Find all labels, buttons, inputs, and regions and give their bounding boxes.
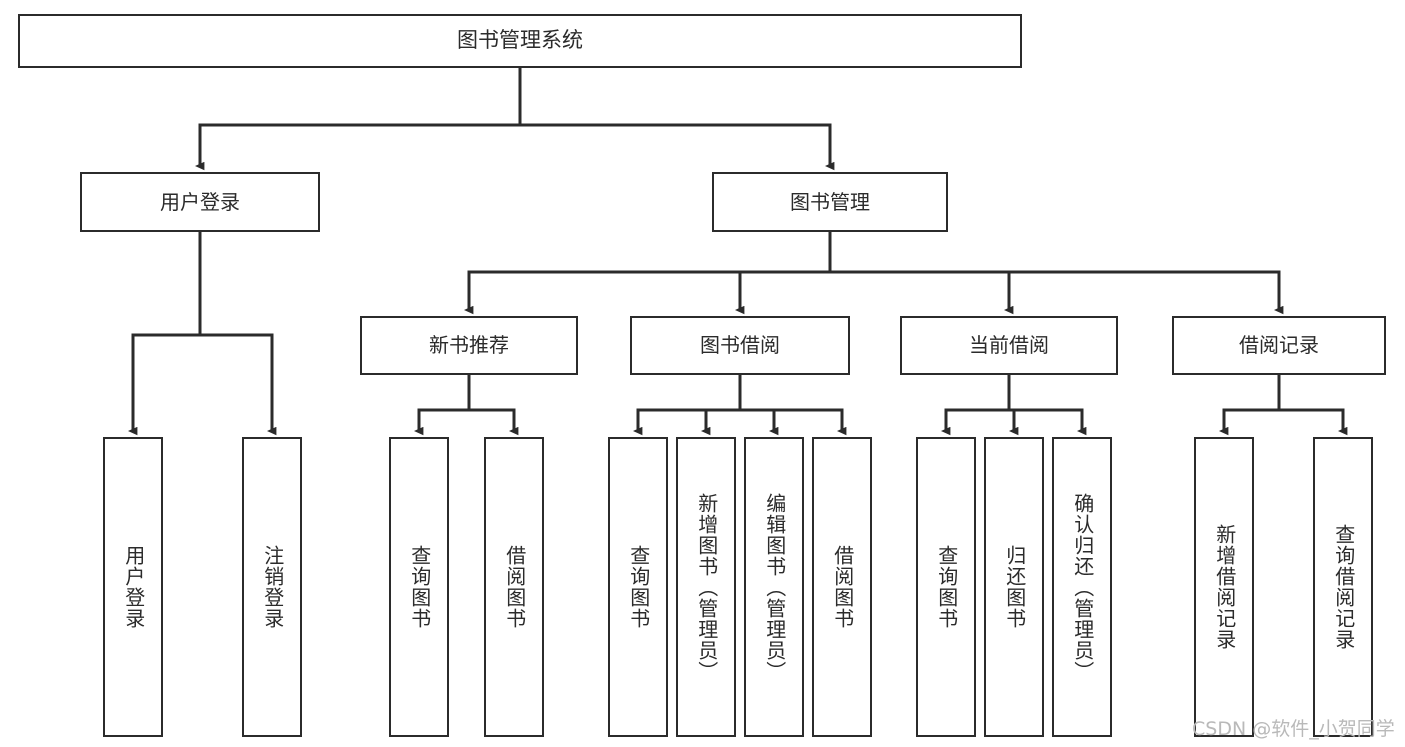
node-leaf-return-book-label: 归还图书	[1002, 545, 1027, 629]
node-leaf-query-book-1-label: 查询图书	[407, 545, 432, 629]
node-leaf-user-logout[interactable]: 注销登录	[242, 437, 302, 737]
node-leaf-user-logout-label: 注销登录	[260, 545, 285, 629]
node-leaf-add-book[interactable]: 新增图书（管理员）	[676, 437, 736, 737]
node-leaf-borrow-book-2[interactable]: 借阅图书	[812, 437, 872, 737]
node-leaf-query-book-3[interactable]: 查询图书	[916, 437, 976, 737]
node-leaf-borrow-book-1-label: 借阅图书	[502, 545, 527, 629]
node-borrow-record-label: 借阅记录	[1239, 333, 1319, 358]
node-leaf-edit-book[interactable]: 编辑图书（管理员）	[744, 437, 804, 737]
node-root-label: 图书管理系统	[457, 28, 583, 53]
node-leaf-edit-book-label: 编辑图书（管理员）	[762, 492, 787, 682]
node-leaf-user-login[interactable]: 用户登录	[103, 437, 163, 737]
node-root[interactable]: 图书管理系统	[18, 14, 1022, 68]
node-new-book-recommend-label: 新书推荐	[429, 333, 509, 358]
node-leaf-query-record-label: 查询借阅记录	[1331, 524, 1356, 650]
node-leaf-query-book-1[interactable]: 查询图书	[389, 437, 449, 737]
node-book-manage[interactable]: 图书管理	[712, 172, 948, 232]
watermark: CSDN @软件_小贺同学	[1192, 718, 1395, 740]
node-book-manage-label: 图书管理	[790, 189, 870, 214]
node-leaf-query-book-3-label: 查询图书	[934, 545, 959, 629]
node-book-borrow-label: 图书借阅	[700, 333, 780, 358]
node-leaf-confirm-return[interactable]: 确认归还（管理员）	[1052, 437, 1112, 737]
node-leaf-query-record[interactable]: 查询借阅记录	[1313, 437, 1373, 737]
node-leaf-borrow-book-2-label: 借阅图书	[830, 545, 855, 629]
node-current-borrow[interactable]: 当前借阅	[900, 316, 1118, 375]
node-leaf-query-book-2[interactable]: 查询图书	[608, 437, 668, 737]
node-new-book-recommend[interactable]: 新书推荐	[360, 316, 578, 375]
node-current-borrow-label: 当前借阅	[969, 333, 1049, 358]
node-book-borrow[interactable]: 图书借阅	[630, 316, 850, 375]
node-leaf-user-login-label: 用户登录	[121, 545, 146, 629]
node-leaf-add-book-label: 新增图书（管理员）	[694, 492, 719, 682]
node-leaf-add-record-label: 新增借阅记录	[1212, 524, 1237, 650]
node-leaf-query-book-2-label: 查询图书	[626, 545, 651, 629]
node-leaf-confirm-return-label: 确认归还（管理员）	[1070, 492, 1095, 682]
node-borrow-record[interactable]: 借阅记录	[1172, 316, 1386, 375]
node-leaf-borrow-book-1[interactable]: 借阅图书	[484, 437, 544, 737]
node-user-login-label: 用户登录	[160, 189, 240, 214]
node-leaf-return-book[interactable]: 归还图书	[984, 437, 1044, 737]
node-leaf-add-record[interactable]: 新增借阅记录	[1194, 437, 1254, 737]
node-user-login[interactable]: 用户登录	[80, 172, 320, 232]
